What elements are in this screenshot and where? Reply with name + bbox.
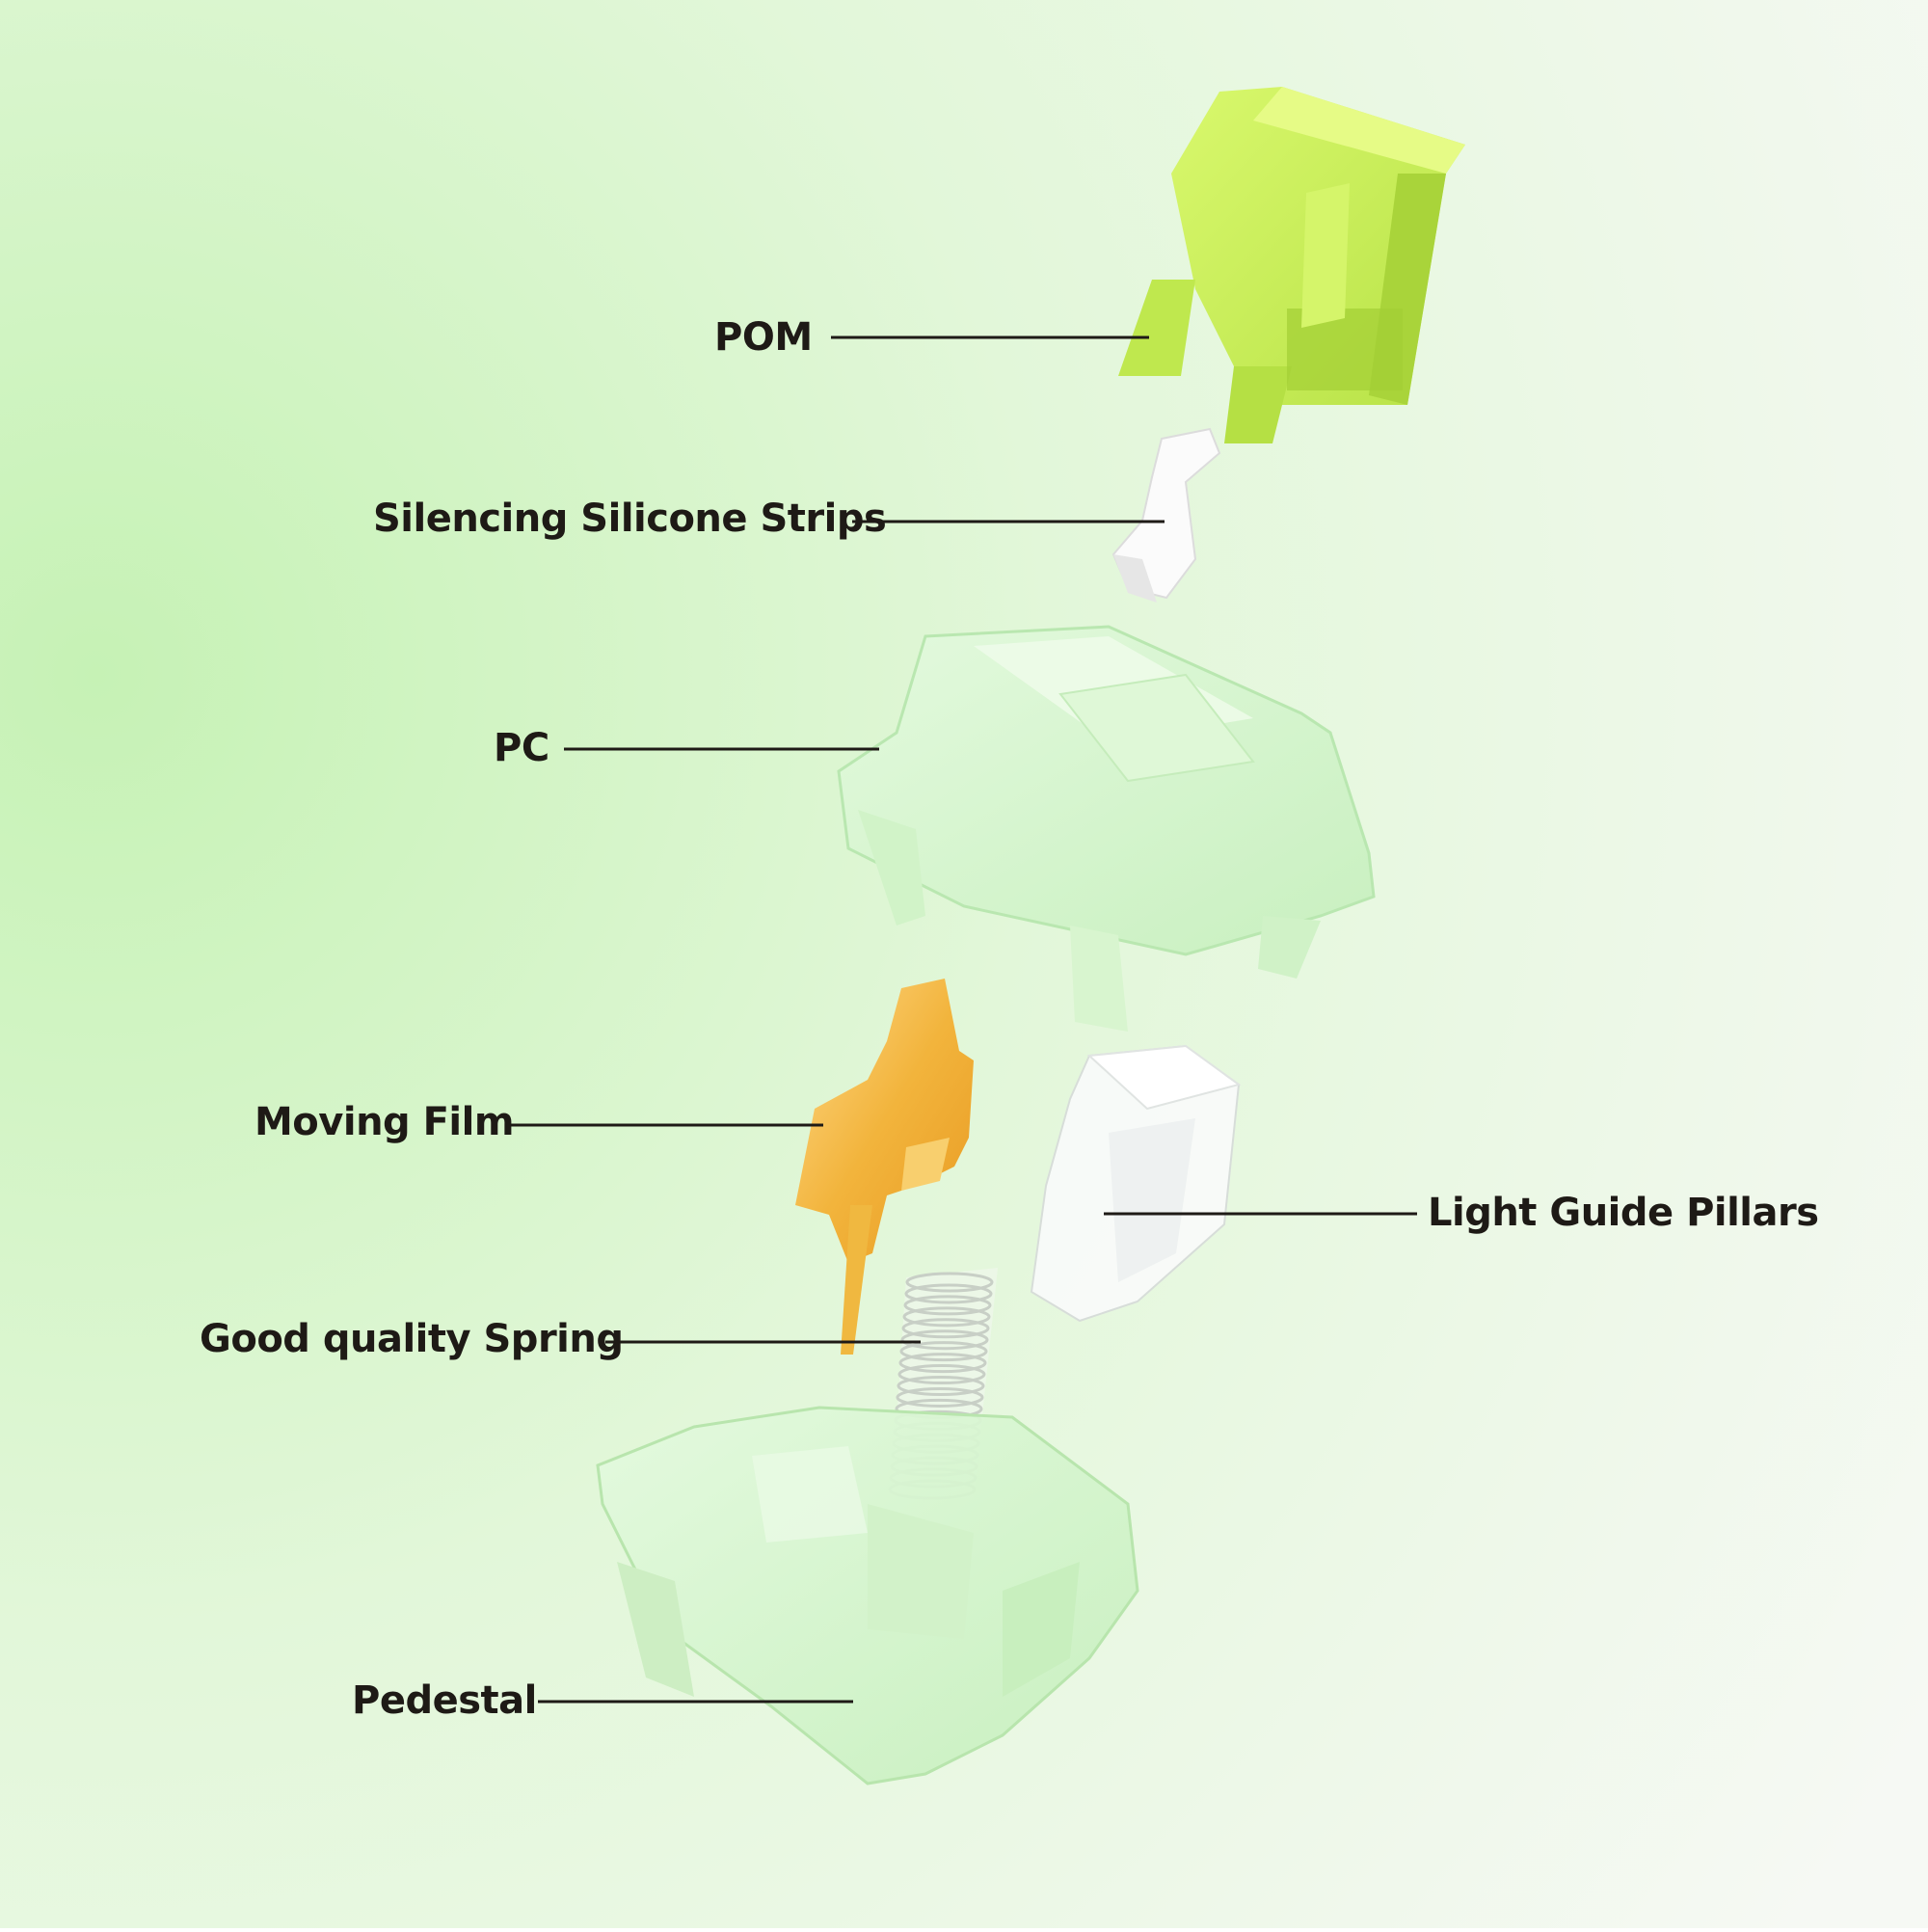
light-guide-part [1030,1044,1242,1323]
label-pedestal: Pedestal [352,1678,537,1723]
spring-coil [901,1318,990,1339]
spring-coil [904,1283,993,1304]
spring-coil [897,1376,985,1396]
spring-coil [897,1364,986,1385]
spring-coil [900,1329,989,1351]
spring-coil [902,1306,991,1328]
spring-coil [903,1295,992,1316]
spring-coil [898,1353,987,1374]
silencing-strip-part [1111,427,1221,603]
label-light-guide: Light Guide Pillars [1428,1191,1819,1235]
pom-stem-part [1118,87,1465,443]
pc-housing-part [837,625,1376,1032]
label-spring: Good quality Spring [200,1317,624,1361]
label-moving-film: Moving Film [254,1100,515,1144]
label-pom: POM [714,315,813,360]
spring-coil [896,1386,984,1408]
label-silencing-strips: Silencing Silicone Strips [373,496,887,541]
spring-coil [899,1341,988,1362]
moving-film-part [795,979,974,1355]
spring-coil [905,1272,994,1293]
label-pc: PC [494,726,549,770]
pedestal-part [596,1406,1139,1785]
